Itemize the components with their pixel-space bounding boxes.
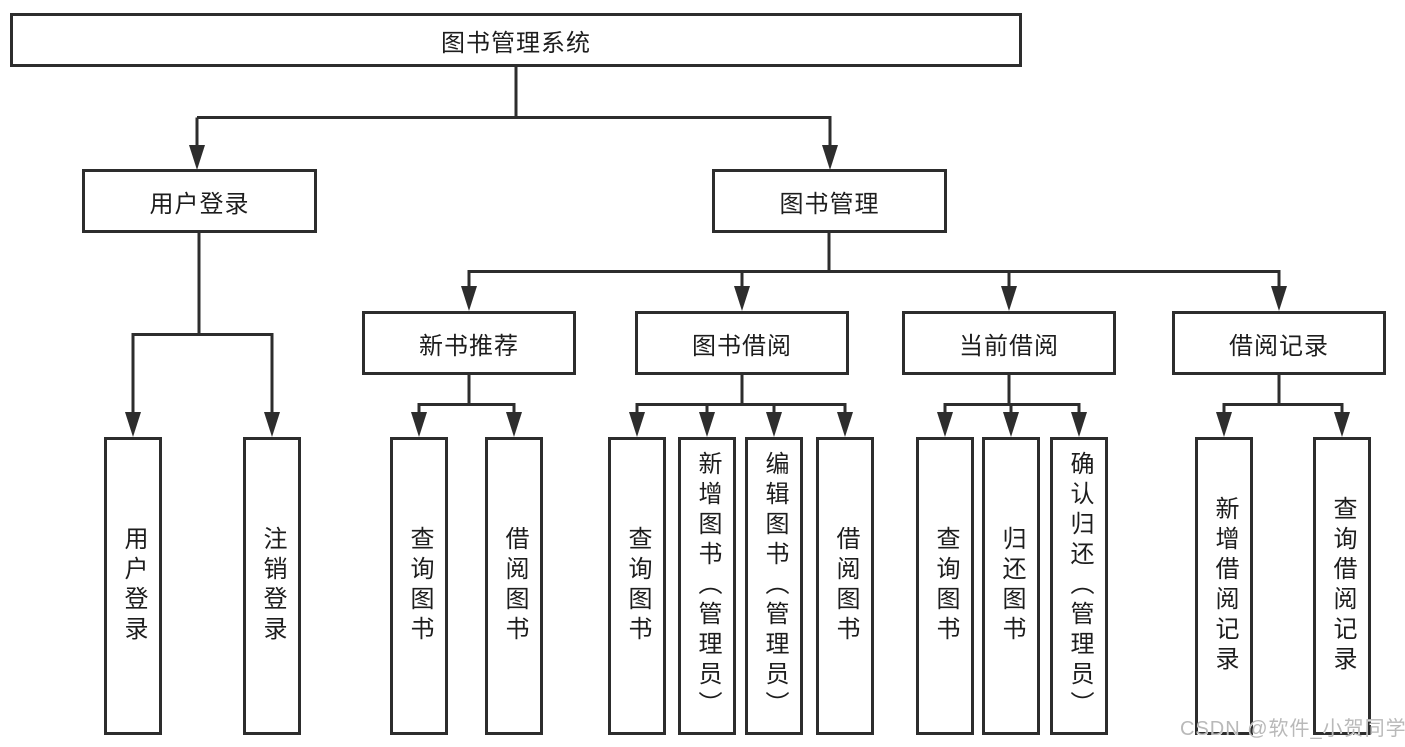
leaf-query-books-borrow-label: 查询图书 xyxy=(624,526,651,646)
leaf-add-books-admin-label: 新增图书（管理员） xyxy=(694,451,721,721)
connector-book-borrow xyxy=(629,375,853,437)
leaf-edit-books-admin: 编辑图书（管理员） xyxy=(745,437,803,735)
leaf-query-books-recommend-label: 查询图书 xyxy=(406,526,433,646)
leaf-query-books-recommend: 查询图书 xyxy=(390,437,448,735)
leaf-return-books: 归还图书 xyxy=(982,437,1040,735)
leaf-logout-label: 注销登录 xyxy=(259,526,286,646)
node-user-login: 用户登录 xyxy=(82,169,317,233)
node-new-book-recommend: 新书推荐 xyxy=(362,311,576,375)
node-root-label: 图书管理系统 xyxy=(441,29,591,57)
connector-borrow-records xyxy=(1216,375,1350,437)
connector-new-book-recommend xyxy=(411,375,522,437)
csdn-watermark: CSDN @软件_小贺同学 xyxy=(1180,718,1405,740)
connector-current-borrow xyxy=(937,375,1087,437)
leaf-edit-books-admin-label: 编辑图书（管理员） xyxy=(761,451,788,721)
node-current-borrow: 当前借阅 xyxy=(902,311,1116,375)
node-root: 图书管理系统 xyxy=(10,13,1022,67)
leaf-query-borrow-record: 查询借阅记录 xyxy=(1313,437,1371,735)
leaf-add-borrow-record-label: 新增借阅记录 xyxy=(1211,496,1238,676)
node-book-borrow-label: 图书借阅 xyxy=(692,332,792,360)
leaf-add-books-admin: 新增图书（管理员） xyxy=(678,437,736,735)
leaf-add-borrow-record: 新增借阅记录 xyxy=(1195,437,1253,735)
leaf-user-login: 用户登录 xyxy=(104,437,162,735)
leaf-logout: 注销登录 xyxy=(243,437,301,735)
leaf-confirm-return-admin: 确认归还（管理员） xyxy=(1050,437,1108,735)
leaf-query-books-borrow: 查询图书 xyxy=(608,437,666,735)
node-borrow-records: 借阅记录 xyxy=(1172,311,1386,375)
node-current-borrow-label: 当前借阅 xyxy=(959,332,1059,360)
node-new-book-recommend-label: 新书推荐 xyxy=(419,332,519,360)
leaf-return-books-label: 归还图书 xyxy=(998,526,1025,646)
leaf-borrow-books-label: 借阅图书 xyxy=(832,526,859,646)
leaf-borrow-books: 借阅图书 xyxy=(816,437,874,735)
leaf-query-books-current: 查询图书 xyxy=(916,437,974,735)
leaf-query-borrow-record-label: 查询借阅记录 xyxy=(1329,496,1356,676)
leaf-user-login-label: 用户登录 xyxy=(120,526,147,646)
connector-user-login xyxy=(125,232,280,437)
leaf-query-books-current-label: 查询图书 xyxy=(932,526,959,646)
connector-book-management xyxy=(461,232,1287,311)
leaf-borrow-books-recommend: 借阅图书 xyxy=(485,437,543,735)
node-book-borrow: 图书借阅 xyxy=(635,311,849,375)
connector-root xyxy=(189,66,838,170)
node-book-management-label: 图书管理 xyxy=(779,190,880,218)
leaf-borrow-books-recommend-label: 借阅图书 xyxy=(501,526,528,646)
node-borrow-records-label: 借阅记录 xyxy=(1229,332,1329,360)
leaf-confirm-return-admin-label: 确认归还（管理员） xyxy=(1066,451,1093,721)
node-book-management: 图书管理 xyxy=(712,169,947,233)
node-user-login-label: 用户登录 xyxy=(149,190,250,218)
